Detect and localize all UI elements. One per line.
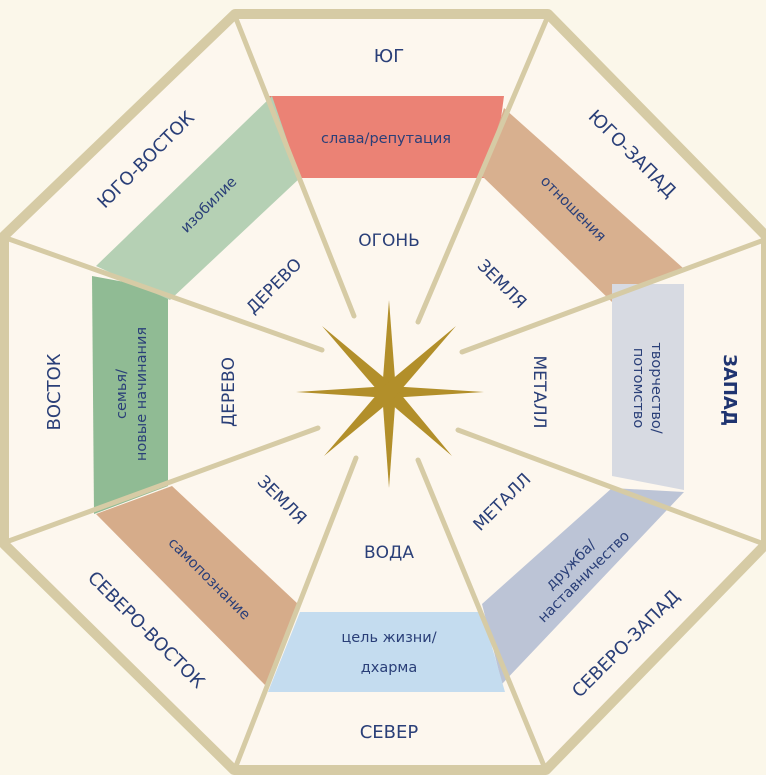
compass-star-icon — [296, 300, 484, 488]
star-ray-diag-2 — [324, 326, 456, 456]
direction-west: ЗАПАД — [719, 354, 740, 426]
area-north-line1: цель жизни/ — [341, 630, 436, 646]
area-east-line2: новые начинания — [134, 327, 150, 461]
band-northeast — [96, 486, 298, 688]
direction-south: ЮГ — [374, 46, 404, 67]
element-south: ОГОНЬ — [358, 231, 420, 251]
band-west — [612, 284, 684, 490]
area-west-line2: потомство — [630, 348, 646, 429]
sector-dividers — [3, 13, 766, 769]
divider-n-ne2 — [233, 455, 359, 769]
area-south: слава/репутация — [321, 131, 451, 147]
band-northwest — [482, 488, 684, 684]
band-southeast — [96, 96, 300, 300]
direction-east: ВОСТОК — [44, 353, 65, 430]
band-east — [92, 276, 168, 514]
divider-s-sw — [415, 13, 551, 325]
area-north-line2: дхарма — [361, 660, 418, 676]
element-north: ВОДА — [364, 543, 414, 563]
divider-sw-w — [459, 237, 766, 355]
divider-n-ne — [232, 13, 357, 319]
divider-nw-n — [415, 457, 547, 769]
divider-w-nw — [455, 427, 766, 547]
divider-e-se — [3, 235, 325, 353]
band-south — [268, 96, 504, 178]
area-west-line1: творчество/ — [648, 342, 664, 433]
element-west: МЕТАЛЛ — [529, 356, 549, 429]
direction-north: СЕВЕР — [360, 722, 419, 743]
element-east: ДЕРЕВО — [219, 357, 239, 427]
band-southwest — [482, 108, 683, 302]
divider-ne-e — [3, 425, 321, 545]
area-east-line1: семья/ — [114, 369, 130, 419]
band-north — [268, 612, 505, 692]
